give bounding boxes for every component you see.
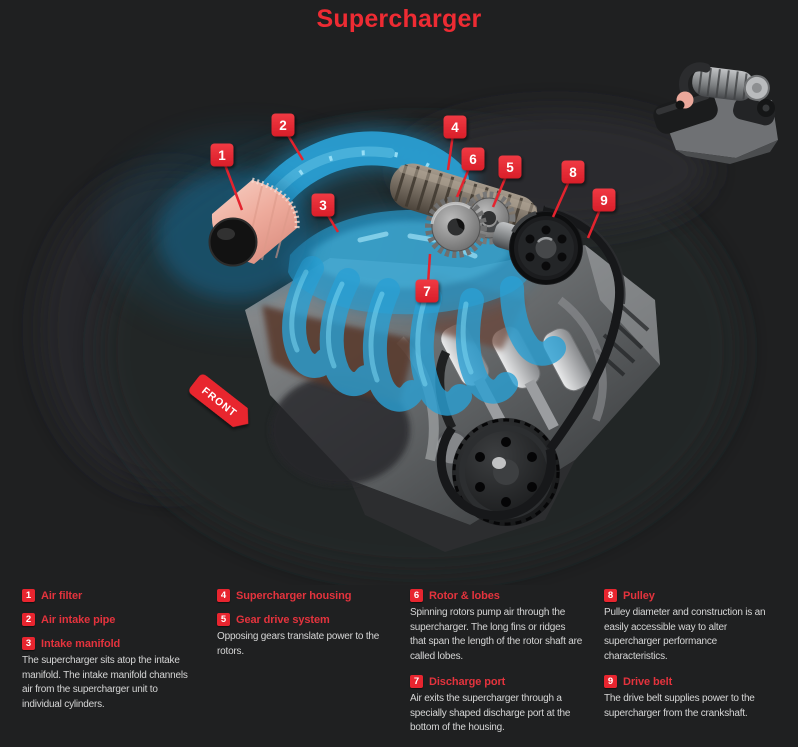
air-filter	[157, 171, 313, 299]
legend-item-air-intake-pipe: 2 Air intake pipe	[22, 613, 196, 626]
legend-label: Drive belt	[623, 675, 673, 688]
legend-badge: 8	[604, 589, 617, 602]
svg-text:2: 2	[279, 118, 287, 133]
legend-badge: 5	[217, 613, 230, 626]
callout-marker-4: 4	[443, 115, 467, 171]
legend-item-air-filter: 1 Air filter	[22, 589, 196, 602]
legend-column-4: 8 Pulley Pulley diameter and constructio…	[604, 589, 776, 747]
legend-label: Gear drive system	[236, 613, 330, 626]
legend-label: Rotor & lobes	[429, 589, 500, 602]
legend-label: Supercharger housing	[236, 589, 352, 602]
callout-marker-7: 7	[415, 253, 439, 303]
engine-diagram: FRONT 1 2	[40, 62, 778, 575]
svg-text:6: 6	[469, 152, 477, 167]
legend-badge: 2	[22, 613, 35, 626]
legend-description: Spinning rotors pump air through the sup…	[410, 607, 583, 662]
legend-badge: 1	[22, 589, 35, 602]
legend-column-1: 1 Air filter 2 Air intake pipe 3 Intake …	[22, 589, 196, 747]
gear-large	[425, 196, 487, 258]
legend-badge: 9	[604, 675, 617, 688]
callout-marker-9: 9	[586, 188, 616, 239]
svg-text:9: 9	[600, 193, 608, 208]
legend-description: The supercharger sits atop the intake ma…	[22, 655, 188, 710]
legend-description: Opposing gears translate power to the ro…	[217, 631, 380, 657]
page-title: Supercharger	[316, 5, 482, 33]
svg-text:5: 5	[506, 160, 514, 175]
legend-label: Air intake pipe	[41, 613, 116, 626]
callout-marker-2: 2	[271, 113, 305, 161]
legend-label: Intake manifold	[41, 637, 121, 650]
legend-badge: 7	[410, 675, 423, 688]
callout-markers: 1 2 3 4 6 5 7	[210, 113, 616, 303]
drive-belt	[435, 205, 626, 521]
legend-label: Air filter	[41, 589, 83, 602]
callout-marker-5: 5	[491, 155, 522, 208]
legend: 1 Air filter 2 Air intake pipe 3 Intake …	[22, 589, 776, 747]
legend-column-3: 6 Rotor & lobes Spinning rotors pump air…	[410, 589, 583, 747]
legend-item-discharge-port: 7 Discharge port Air exits the superchar…	[410, 675, 583, 736]
svg-text:8: 8	[569, 165, 577, 180]
legend-description: Air exits the supercharger through a spe…	[410, 693, 571, 733]
legend-item-gear-drive-system: 5 Gear drive system Opposing gears trans…	[217, 613, 389, 659]
legend-badge: 6	[410, 589, 423, 602]
legend-badge: 3	[22, 637, 35, 650]
svg-text:3: 3	[319, 198, 327, 213]
svg-text:4: 4	[451, 120, 459, 135]
legend-badge: 4	[217, 589, 230, 602]
legend-item-pulley: 8 Pulley Pulley diameter and constructio…	[604, 589, 776, 664]
svg-text:7: 7	[423, 284, 431, 299]
engine-thumbnail	[653, 62, 778, 164]
legend-item-supercharger-housing: 4 Supercharger housing	[217, 589, 389, 602]
legend-item-drive-belt: 9 Drive belt The drive belt supplies pow…	[604, 675, 776, 721]
legend-label: Discharge port	[429, 675, 506, 688]
legend-description: The drive belt supplies power to the sup…	[604, 693, 755, 719]
legend-item-rotor-lobes: 6 Rotor & lobes Spinning rotors pump air…	[410, 589, 583, 664]
legend-label: Pulley	[623, 589, 655, 602]
legend-description: Pulley diameter and construction is an e…	[604, 607, 766, 662]
svg-text:1: 1	[218, 148, 226, 163]
callout-marker-8: 8	[551, 160, 585, 218]
supercharger-pulley	[509, 211, 583, 285]
callout-marker-6: 6	[455, 147, 485, 198]
legend-item-intake-manifold: 3 Intake manifold The supercharger sits …	[22, 637, 196, 712]
legend-column-2: 4 Supercharger housing 5 Gear drive syst…	[217, 589, 389, 747]
callout-marker-3: 3	[311, 193, 340, 233]
callout-marker-1: 1	[210, 143, 244, 211]
